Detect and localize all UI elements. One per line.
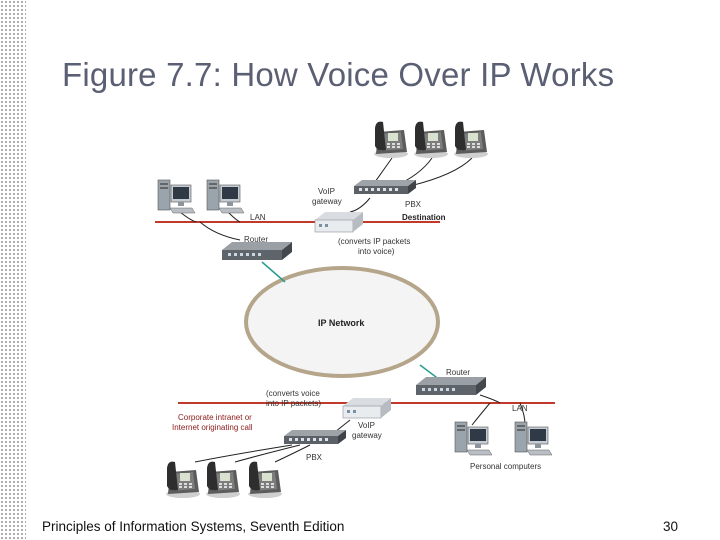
top-pc-1-icon: [157, 179, 196, 214]
bottom-phone-cable-2: [234, 444, 301, 463]
top-gateway-label: gateway: [312, 197, 342, 206]
top-converts-line1: (converts IP packets: [338, 237, 410, 246]
top-voip-gateway-icon: [314, 211, 364, 233]
top-converts-line2: into voice): [358, 247, 395, 256]
slide-title: Figure 7.7: How Voice Over IP Works: [62, 56, 615, 93]
bottom-voip-label: VoIP: [358, 421, 375, 430]
top-telephone-1-icon: [374, 121, 408, 158]
bottom-voip-gateway-icon: [342, 397, 392, 419]
ip-network-cloud: [244, 266, 440, 378]
bottom-phone-cable-3: [274, 444, 311, 463]
top-lan-label: LAN: [250, 213, 266, 222]
top-router-icon: [222, 242, 292, 260]
footer-book-title: Principles of Information Systems, Seven…: [42, 519, 345, 534]
bottom-pc-1-icon: [454, 421, 493, 456]
bottom-telephone-3-icon: [248, 461, 282, 498]
top-pc-2-icon: [206, 179, 245, 214]
personal-computers-label: Personal computers: [470, 462, 541, 471]
top-pbx-label: PBX: [405, 200, 422, 209]
top-voip-label: VoIP: [318, 187, 335, 196]
bottom-router-icon: [416, 377, 486, 395]
bottom-router-label: Router: [446, 368, 470, 377]
ip-network-label: IP Network: [318, 318, 365, 328]
bottom-pbx-icon: [284, 430, 346, 444]
destination-label: Destination: [402, 213, 446, 222]
bottom-pc-2-icon: [514, 421, 553, 456]
bottom-pbx-label: PBX: [306, 453, 323, 462]
page-number: 30: [662, 519, 678, 534]
bottom-router-lan-cable: [479, 394, 501, 404]
top-router-cable: [199, 221, 241, 241]
origin-label-line1: Corporate intranet or: [178, 413, 252, 422]
bottom-phone-cable-1: [194, 444, 293, 463]
dotted-margin-decoration: [0, 0, 26, 540]
bottom-telephone-2-icon: [206, 461, 240, 498]
bottom-pc-cable-1: [471, 402, 491, 426]
top-router-network-link: [261, 261, 286, 283]
bottom-gateway-label: gateway: [352, 431, 382, 440]
bottom-telephone-1-icon: [166, 461, 200, 498]
bottom-lan-label: LAN: [512, 404, 528, 413]
top-pbx-icon: [354, 180, 416, 194]
top-router-label: Router: [244, 235, 268, 244]
bottom-converts-line2: into IP packets): [266, 399, 321, 408]
top-phone-cable-3: [409, 157, 473, 187]
top-telephone-2-icon: [414, 121, 448, 158]
origin-label-line2: Internet originating call: [172, 423, 253, 432]
top-pbx-gateway-cable: [349, 197, 371, 213]
bottom-converts-line1: (converts voice: [266, 389, 320, 398]
top-telephone-3-icon: [454, 121, 488, 158]
top-pc-cable-2: [227, 211, 241, 223]
top-pc-cable-1: [179, 211, 197, 223]
